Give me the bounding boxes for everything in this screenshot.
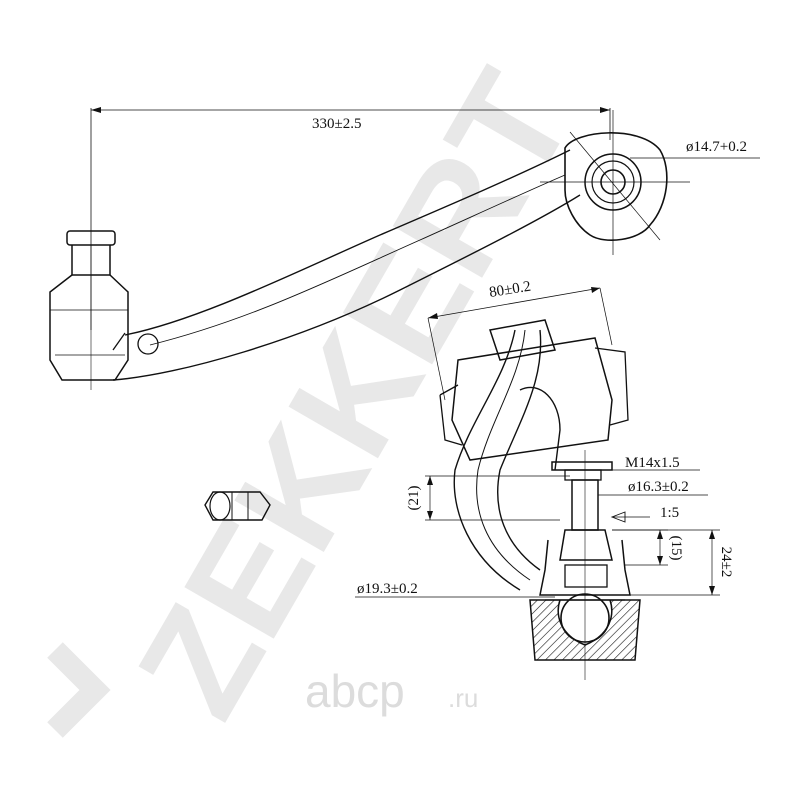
mount-width-label: 80±0.2 bbox=[488, 279, 532, 301]
taper-label: 1:5 bbox=[660, 505, 679, 521]
control-arm-body bbox=[112, 110, 690, 381]
eye-bore-dimension: ø14.7+0.2 bbox=[630, 139, 760, 159]
watermark-site-suffix: .ru bbox=[448, 683, 478, 713]
watermark-site-name: abcp bbox=[305, 665, 405, 717]
ball-stud bbox=[529, 450, 641, 680]
eye-bore-label: ø14.7+0.2 bbox=[686, 139, 747, 155]
watermark-chevron-icon bbox=[47, 642, 111, 738]
watermark-brand: ZEKKERT bbox=[105, 45, 605, 742]
ball-stud-dimensions: M14x1.5 ø16.3±0.2 1:5 (21) (15) 24±2 ø19… bbox=[355, 455, 734, 598]
thread-label: M14x1.5 bbox=[625, 455, 680, 471]
left-ball-joint bbox=[49, 230, 129, 390]
section-view bbox=[439, 319, 629, 591]
ref-height-15-label: (15) bbox=[668, 536, 684, 561]
overall-length-label: 330±2.5 bbox=[312, 116, 361, 132]
watermark: ZEKKERT abcp .ru bbox=[47, 45, 605, 743]
stud-height-label: 24±2 bbox=[718, 547, 734, 578]
stud-base-diameter-label: ø19.3±0.2 bbox=[357, 581, 418, 597]
mount-width-dimension: 80±0.2 bbox=[427, 279, 613, 401]
lock-nut bbox=[204, 491, 271, 521]
ref-height-21-label: (21) bbox=[406, 486, 422, 511]
stud-top-diameter-label: ø16.3±0.2 bbox=[628, 479, 689, 495]
